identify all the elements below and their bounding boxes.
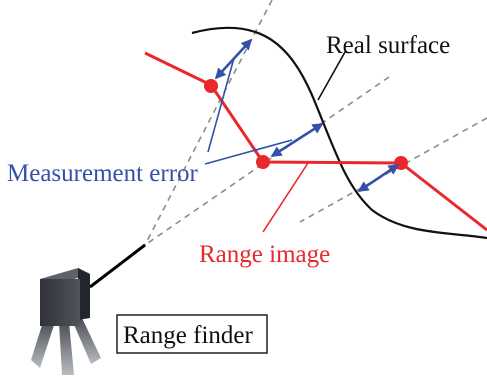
range-finder-device xyxy=(31,268,101,375)
range-point-2 xyxy=(256,155,270,169)
real-surface-label: Real surface xyxy=(326,32,450,59)
ray-base xyxy=(89,243,146,289)
error-leaders xyxy=(204,57,293,165)
error-arrow-2 xyxy=(270,122,324,158)
range-points xyxy=(204,79,408,170)
ray-3 xyxy=(299,117,487,223)
range-point-1 xyxy=(204,79,218,93)
device-legs-left xyxy=(31,322,55,368)
device-legs-mid xyxy=(59,322,74,375)
device-front xyxy=(40,279,80,326)
error-arrows xyxy=(214,38,400,193)
range-finder-label-box: Range finder xyxy=(116,314,268,354)
error-arrow-3 xyxy=(357,163,400,193)
ray-1 xyxy=(144,0,273,246)
device-side xyxy=(78,268,90,320)
range-image-polyline xyxy=(144,51,487,232)
real-surface-leader xyxy=(317,51,346,101)
range-finder-label: Range finder xyxy=(123,322,253,349)
device-legs-right xyxy=(72,318,101,364)
range-point-3 xyxy=(394,156,408,170)
real-surface-curve xyxy=(191,26,487,240)
measurement-error-label: Measurement error xyxy=(7,160,199,187)
range-image-leader xyxy=(262,162,309,233)
range-image-label: Range image xyxy=(199,241,330,268)
